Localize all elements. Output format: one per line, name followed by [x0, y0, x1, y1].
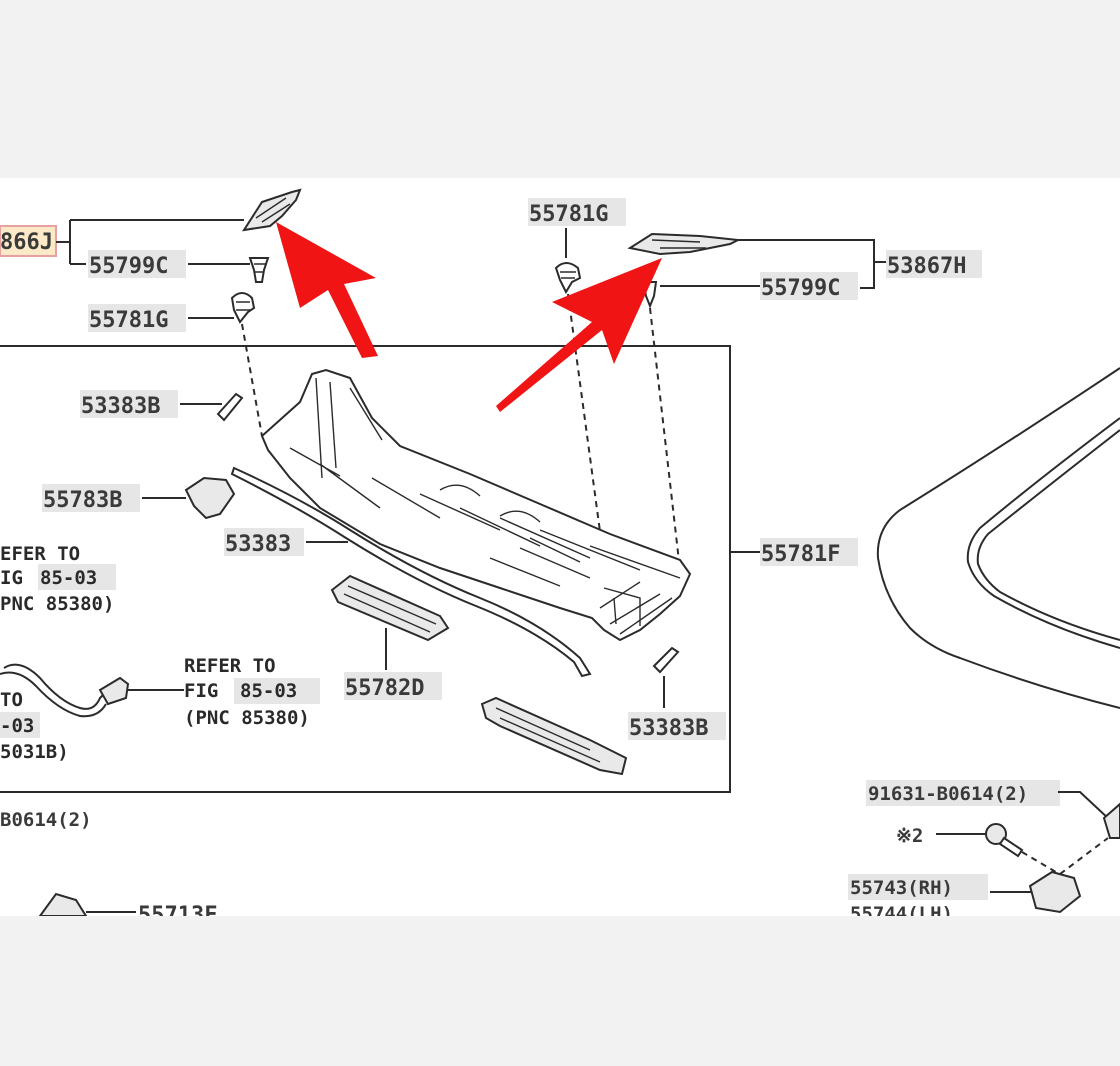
label-55799C-right: 55799C	[761, 276, 840, 301]
part-55713F	[38, 892, 88, 916]
label-bg	[80, 390, 178, 418]
bolt-part	[985, 823, 1024, 858]
refer-partial-line3: 5031B)	[0, 741, 69, 763]
label-bg	[866, 780, 1060, 806]
refer-mid-line3: (PNC 85380)	[184, 707, 310, 729]
label-bg	[760, 538, 858, 566]
clip-55781G-left	[230, 292, 256, 324]
grille-55782D	[330, 574, 450, 642]
lower-cowl-piece	[480, 696, 628, 776]
label-55799C-left: 55799C	[89, 254, 168, 279]
refer-left-line3: PNC 85380)	[0, 593, 114, 615]
cowl-bracket-left	[241, 188, 302, 232]
dash-bolt	[1021, 837, 1109, 879]
refer-partial-line2: -03	[0, 715, 34, 737]
label-53867H: 53867H	[887, 254, 966, 279]
refer-partial-line1: TO	[0, 689, 23, 711]
label-53383B-bottom: 53383B	[629, 716, 708, 741]
label-bg	[528, 198, 626, 226]
clip-91631	[1102, 802, 1120, 839]
washer-hose	[0, 663, 109, 718]
seal-53383B-bottom	[652, 646, 680, 674]
label-55781G-left: 55781G	[89, 308, 168, 333]
label-bg	[760, 272, 858, 300]
label-bg	[234, 678, 320, 704]
leader-53867H	[738, 239, 886, 289]
label-53866J: 866J	[0, 230, 53, 255]
label-55783B: 55783B	[43, 488, 122, 513]
clip-55799C-left	[248, 257, 270, 283]
label-bg	[848, 874, 988, 900]
cowl-bracket-right	[627, 232, 742, 256]
bracket-55743	[1028, 870, 1082, 914]
seal-53383B-top	[216, 392, 244, 422]
seal-strip-53383	[230, 466, 592, 678]
label-bg	[38, 564, 116, 590]
bracket-55783B	[184, 476, 236, 520]
parts-diagram: 866J 55799C 55781G	[0, 188, 1120, 916]
red-arrow-left	[276, 222, 378, 358]
leader-53866J	[56, 219, 244, 265]
windshield-glass	[876, 367, 1120, 709]
label-55782D: 55782D	[345, 676, 424, 701]
clip-55781G-top	[554, 262, 582, 295]
parts-diagram-panel: 866J 55799C 55781G	[0, 178, 1120, 916]
dash-55781G-left	[241, 323, 263, 437]
label-55781F: 55781F	[761, 542, 840, 567]
refer-left-line1: EFER TO	[0, 543, 80, 565]
refer-mid-line1: REFER TO	[184, 655, 276, 677]
label-bg	[42, 484, 140, 512]
label-55744: 55744(LH)	[850, 903, 953, 916]
refer-left-line2-fig: 85-03	[40, 567, 97, 589]
label-53383: 53383	[225, 532, 291, 557]
hose-connector	[98, 676, 130, 706]
red-arrow-right	[496, 258, 662, 412]
cowl-top-panel	[260, 368, 692, 642]
refer-mid-line2-fig: 85-03	[240, 680, 297, 702]
label-bg	[886, 250, 982, 278]
label-note2: ※2	[896, 825, 923, 847]
label-bg	[0, 712, 40, 738]
leader-91631	[1058, 791, 1111, 821]
label-55781G-top: 55781G	[529, 202, 608, 227]
label-bg	[88, 250, 186, 278]
label-bg	[628, 712, 726, 740]
label-bg	[344, 672, 442, 700]
label-91631: 91631-B0614(2)	[868, 783, 1028, 805]
label-53383B-top: 53383B	[81, 394, 160, 419]
label-bg	[88, 304, 186, 332]
label-bg	[224, 528, 304, 556]
refer-mid-line2-prefix: FIG	[184, 680, 218, 702]
label-B0614-left: B0614(2)	[0, 809, 92, 831]
refer-left-line2-prefix: IG	[0, 567, 23, 589]
dash-55799C-right	[649, 307, 681, 571]
label-55713F: 55713F	[138, 903, 217, 916]
label-55743: 55743(RH)	[850, 877, 953, 899]
